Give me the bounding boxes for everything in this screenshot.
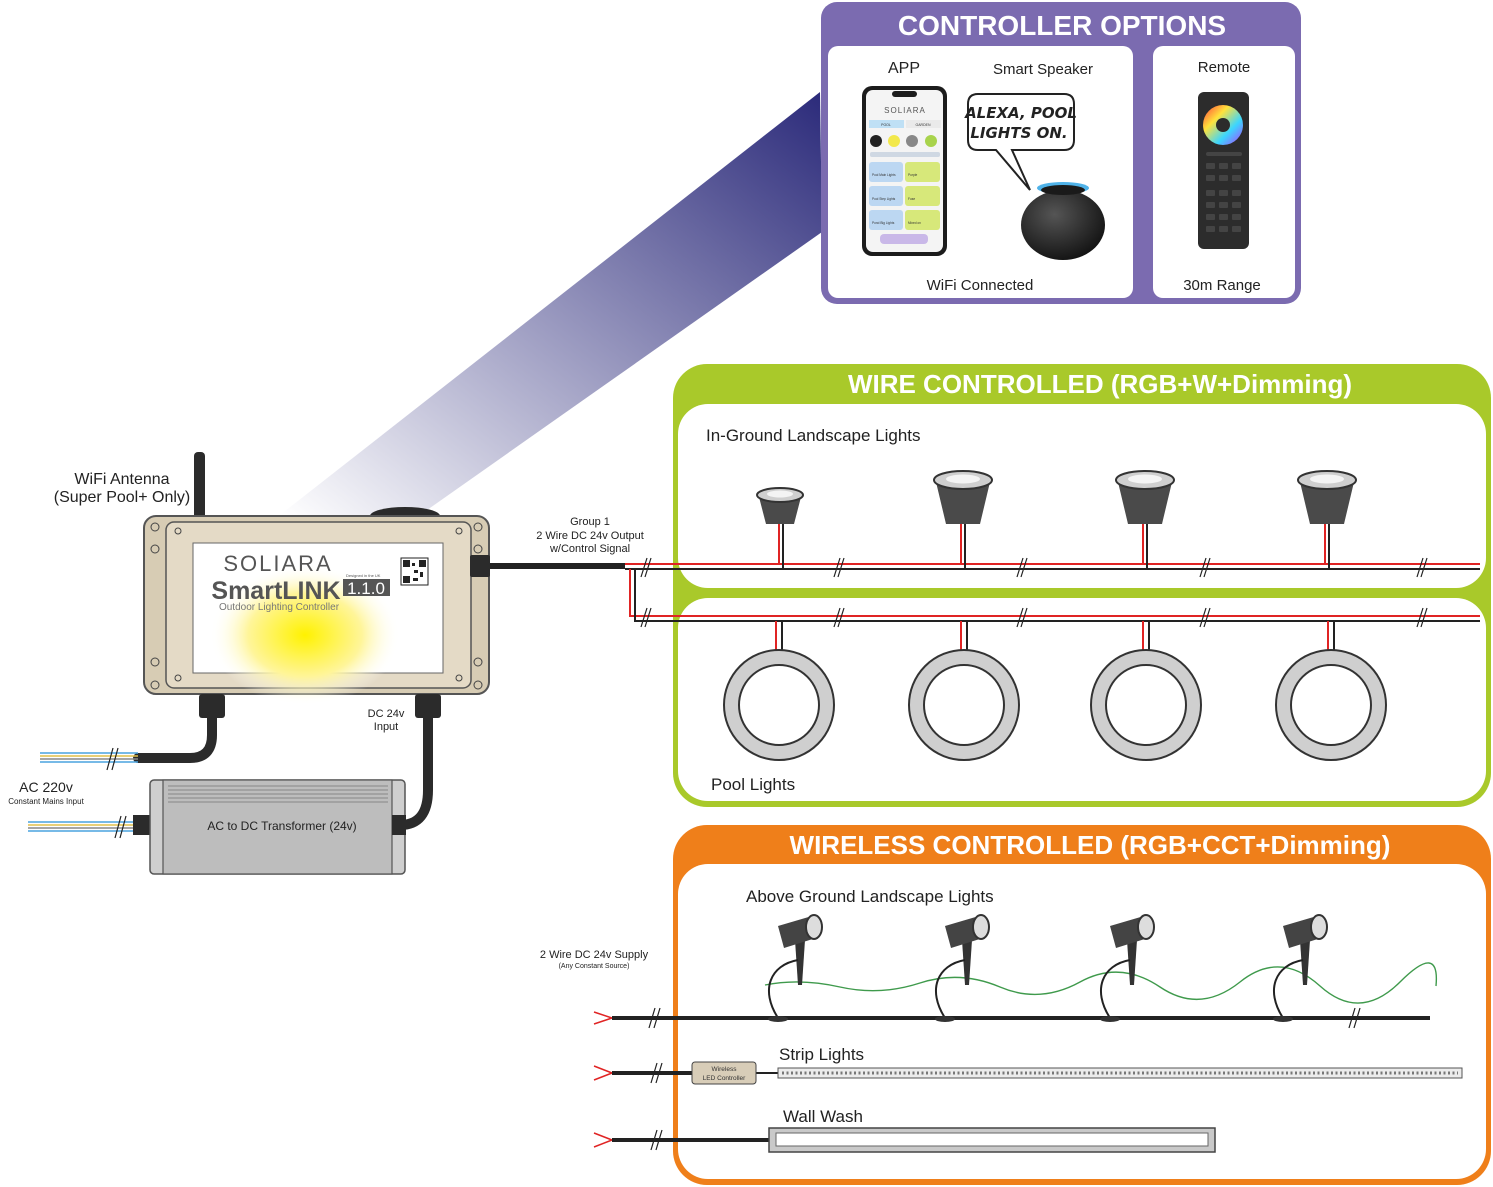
smart-speaker-icon — [1021, 182, 1105, 260]
controller-options-panel: CONTROLLER OPTIONS APP Smart Speaker WiF… — [821, 2, 1301, 304]
pool-light — [908, 649, 1020, 761]
wireless-controlled-panel: WIRELESS CONTROLLED (RGB+CCT+Dimming) Ab… — [673, 825, 1491, 1185]
inground-light — [1115, 470, 1175, 524]
group1-wiring — [488, 524, 1480, 650]
pool-light — [1275, 649, 1387, 761]
strip-light — [777, 1067, 1463, 1079]
spot-light — [935, 914, 990, 1022]
supply-label: 2 Wire DC 24v Supply — [540, 949, 649, 961]
speech-bubble: ALEXA, POOL LIGHTS ON. — [964, 93, 1077, 191]
pool-lights — [723, 649, 1387, 761]
inground-light — [756, 487, 804, 524]
app-label: APP — [888, 60, 920, 77]
device-brand: SOLIARA — [223, 551, 332, 576]
controller-options-title: CONTROLLER OPTIONS — [898, 10, 1226, 41]
wall-wash-label: Wall Wash — [783, 1107, 863, 1126]
group-output-line-3: w/Control Signal — [549, 543, 630, 555]
phone-card-4: Pond Big Lights — [872, 221, 895, 225]
above-ground-lights — [768, 914, 1328, 1022]
phone-tab-1: GARDEN — [916, 123, 931, 127]
device-tagline: Outdoor Lighting Controller — [219, 602, 340, 613]
dc-input-line-2: Input — [374, 721, 398, 733]
range-label: 30m Range — [1183, 277, 1261, 294]
antenna-icon — [194, 452, 205, 522]
antenna-label-2: (Super Pool+ Only) — [54, 489, 191, 506]
phone-card-1: Purple — [908, 173, 917, 177]
phone-card-2: Pool Step Lights — [872, 197, 896, 201]
group-output-line-1: Group 1 — [570, 516, 610, 528]
spot-light — [1100, 914, 1155, 1022]
smartlink-device: WiFi Antenna (Super Pool+ Only) SOLIARA … — [54, 452, 490, 718]
pool-light — [1090, 649, 1202, 761]
dc-input-line-1: DC 24v — [368, 708, 405, 720]
wall-wash-light — [768, 1127, 1216, 1153]
phone-tab-0: POOL — [881, 123, 891, 127]
pool-light — [723, 649, 835, 761]
qr-code-icon — [400, 557, 429, 586]
wireless-wiring: 2 Wire DC 24v Supply (Any Constant Sourc… — [540, 949, 1438, 1151]
antenna-label-1: WiFi Antenna — [74, 471, 169, 488]
supply-sub-label: (Any Constant Source) — [559, 963, 630, 970]
spot-light — [768, 914, 823, 1022]
device-version: 1.1.0 — [347, 579, 385, 598]
wifi-connected-label: WiFi Connected — [927, 277, 1034, 294]
smart-speaker-label: Smart Speaker — [993, 61, 1093, 78]
strip-lights-label: Strip Lights — [779, 1045, 864, 1064]
phone-card-3: Fuse — [908, 197, 915, 201]
phone-card-5: Mixed on — [908, 221, 921, 225]
remote-label: Remote — [1198, 59, 1251, 76]
speech-line-1: ALEXA, POOL — [964, 104, 1077, 122]
spot-light — [1273, 914, 1328, 1022]
group-output-line-2: 2 Wire DC 24v Output — [536, 530, 644, 542]
ac-input-sub-label: Constant Mains Input — [8, 797, 84, 806]
transformer-label: AC to DC Transformer (24v) — [207, 819, 356, 833]
inground-light — [1297, 470, 1357, 524]
remote-icon — [1198, 92, 1249, 249]
above-ground-label: Above Ground Landscape Lights — [746, 887, 994, 906]
transformer: AC to DC Transformer (24v) — [28, 779, 406, 875]
wireless-ctrl-line-2: LED Controller — [703, 1075, 746, 1082]
wire-controlled-title: WIRE CONTROLLED (RGB+W+Dimming) — [848, 369, 1352, 399]
inground-light — [933, 470, 993, 524]
design-note: Designed in the UK — [346, 573, 381, 578]
signal-beam — [280, 92, 822, 515]
inground-lights — [756, 470, 1357, 524]
wireless-controlled-title: WIRELESS CONTROLLED (RGB+CCT+Dimming) — [790, 830, 1391, 860]
pool-lights-label: Pool Lights — [711, 775, 795, 794]
phone-card-0: Pool Main Lights — [872, 173, 896, 177]
mains-wires-top — [40, 747, 138, 771]
phone-brand: SOLIARA — [884, 106, 926, 115]
speech-line-2: LIGHTS ON. — [970, 124, 1067, 142]
device-product: SmartLINK — [211, 577, 340, 605]
wireless-led-controller: Wireless LED Controller — [691, 1061, 757, 1085]
ac-input-label: AC 220v — [19, 779, 73, 795]
phone-app-icon: SOLIARA POOL GARDEN Pool Main Lights Pur… — [862, 86, 947, 256]
wireless-ctrl-line-1: Wireless — [712, 1066, 738, 1073]
inground-label: In-Ground Landscape Lights — [706, 426, 921, 445]
